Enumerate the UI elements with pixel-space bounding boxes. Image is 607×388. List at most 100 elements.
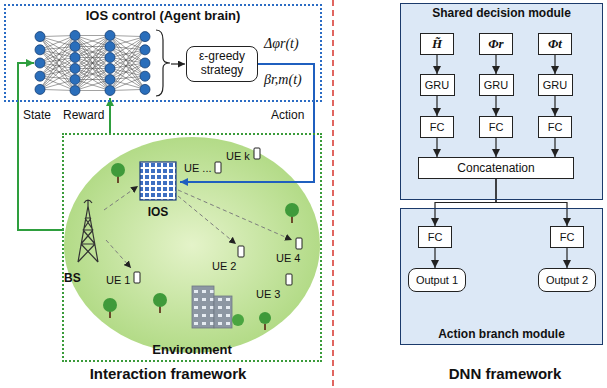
fc-box: FC (538, 116, 572, 138)
box-text: FC (430, 121, 445, 133)
box-text: GRU (484, 79, 508, 91)
connector-arrow (18, 63, 64, 230)
bs-label: BS (64, 200, 110, 286)
network-neuron (35, 58, 45, 68)
ue-label: UE 1 (106, 274, 130, 287)
input-box: H̃ (420, 33, 454, 55)
connector-arrow (554, 96, 555, 116)
box-title: Shared decision module (401, 6, 602, 20)
network-link (75, 36, 110, 47)
concat-box: Concatenation (418, 157, 574, 179)
connector-arrow (566, 248, 567, 268)
box-text: FC (548, 121, 563, 133)
network-neuron (70, 42, 80, 52)
panel-caption: DNN framework (385, 365, 607, 382)
module-frame: Action branch module FC FC Output 1 Output 2 (400, 208, 603, 345)
network-link (75, 80, 110, 91)
agent-frame: IOS control (Agent brain) ε-greedy strate… (4, 4, 322, 102)
box-text: FC (560, 231, 575, 243)
box-text: FC (489, 121, 504, 133)
network-neuron (105, 31, 115, 41)
edge-label: State (22, 109, 52, 123)
network-neuron (70, 53, 80, 63)
gru-box: GRU (479, 74, 514, 96)
field-ellipse (64, 137, 320, 353)
box-text: GRU (543, 79, 567, 91)
network-neuron (140, 32, 150, 42)
fc-box: FC (550, 226, 584, 248)
box-text: Φt (548, 36, 562, 52)
network-link (75, 58, 110, 91)
network-neuron (105, 64, 115, 74)
box-text: Φr (488, 36, 503, 52)
fc-box: FC (418, 226, 452, 248)
network-link (75, 80, 110, 91)
network-neuron (140, 84, 150, 94)
module-frame: Shared decision moduleH̃ Φr ΦtGRU GRU GRU FC F… (400, 3, 603, 200)
brace-symbol (156, 30, 170, 96)
ios-panel (140, 162, 176, 200)
connector-arrow (495, 55, 496, 74)
action-variable: βr,m(t) (264, 72, 302, 88)
connector-arrow (436, 55, 437, 74)
connector-arrow (436, 96, 437, 116)
connector-arrow (496, 179, 567, 226)
box-text: Output 1 (416, 274, 458, 286)
network-neuron (140, 45, 150, 55)
network-link (75, 36, 110, 69)
box-text: ε-greedy strategy (187, 50, 257, 78)
network-link (75, 36, 110, 47)
arrow-line (171, 63, 185, 64)
output-box: Output 2 (538, 268, 596, 292)
network-link (75, 36, 110, 91)
panel-caption: Interaction framework (48, 365, 288, 382)
input-box: Φr (479, 33, 513, 55)
network-neuron (35, 71, 45, 81)
network-link (75, 36, 110, 69)
divider-line (332, 0, 334, 388)
network-neuron (70, 75, 80, 85)
network-neuron (105, 53, 115, 63)
output-box: Output 1 (408, 268, 466, 292)
ue-label: UE ... (184, 162, 212, 175)
strategy-box: ε-greedy strategy (186, 46, 258, 82)
fc-box: FC (479, 116, 513, 138)
box-title: Action branch module (401, 327, 602, 341)
gru-box: GRU (538, 74, 573, 96)
connector-arrow (436, 138, 437, 157)
box-text: Output 2 (546, 274, 588, 286)
box-text: GRU (425, 79, 449, 91)
ios-label: IOS (136, 160, 180, 222)
connector-arrow (434, 248, 435, 268)
gru-box: GRU (420, 74, 455, 96)
network-link (75, 36, 110, 91)
network-link (40, 80, 75, 90)
network-neuron (105, 42, 115, 52)
box-text: H̃ (432, 36, 442, 52)
module-fill (400, 3, 603, 200)
box-text: Concatenation (457, 161, 534, 175)
network-neuron (70, 86, 80, 96)
building-symbol (192, 286, 244, 328)
network-neuron (35, 32, 45, 42)
box-title: BS (64, 271, 110, 285)
network-neuron (70, 64, 80, 74)
edge-label: Reward (62, 109, 105, 123)
connector-arrow (435, 179, 496, 226)
input-box: Φt (538, 33, 572, 55)
ue-label: UE 3 (256, 288, 280, 301)
ue-label: UE 4 (276, 252, 300, 265)
box-title: IOS control (Agent brain) (6, 8, 320, 23)
network-neuron (35, 45, 45, 55)
network-neuron (105, 75, 115, 85)
box-title: IOS (136, 205, 180, 219)
action-variable: Δφr(t) (264, 36, 299, 52)
box-text: FC (428, 231, 443, 243)
network-link (40, 36, 75, 77)
box-title: Environment (64, 342, 320, 357)
ue-label: UE k (226, 150, 250, 163)
signal-line (104, 186, 292, 268)
network-neuron (140, 71, 150, 81)
ue-label: UE 2 (212, 260, 236, 273)
network-link (110, 50, 145, 91)
